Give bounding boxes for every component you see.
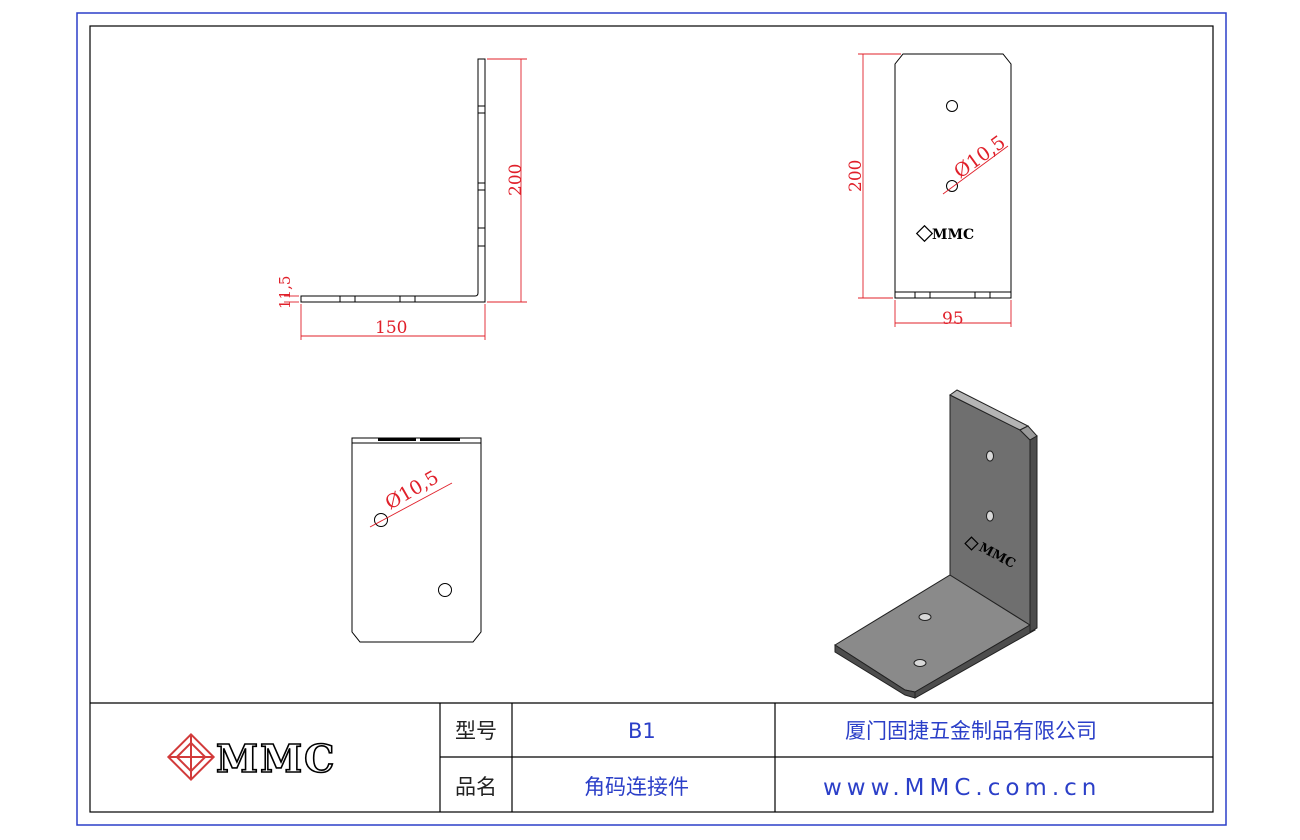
front-height-dim: 200	[506, 164, 526, 196]
iso-vertical-side-edge	[1029, 435, 1038, 633]
title-block	[90, 702, 1213, 812]
iso-hole-2	[986, 510, 994, 522]
front-view	[300, 58, 486, 303]
title-logo-text: MMC	[216, 736, 336, 781]
top-hole-dim: Ø10,5	[382, 466, 443, 514]
side-hole-upper	[946, 100, 958, 112]
side-view-logo: MMC	[915, 224, 974, 243]
front-width-dim: 150	[375, 318, 407, 338]
iso-hole-1	[986, 450, 994, 462]
model-label: 型号	[455, 719, 497, 743]
company-website: www.MMC.com.cn	[823, 775, 1101, 801]
front-thickness-dim: 11,5	[276, 276, 294, 309]
front-view-dimensions	[284, 58, 527, 340]
side-width-dim: 95	[942, 309, 964, 329]
logo-mark-icon	[166, 732, 216, 782]
name-label: 品名	[455, 775, 497, 799]
top-view	[351, 437, 482, 643]
inner-frame	[89, 25, 1214, 813]
svg-text:MMC: MMC	[932, 227, 974, 243]
side-hole-dim: Ø10,5	[950, 131, 1010, 183]
side-height-dim: 200	[846, 160, 866, 192]
iso-hole-3	[918, 613, 932, 621]
model-value: B1	[628, 719, 656, 743]
iso-hole-4	[913, 659, 927, 667]
company-name: 厦门固捷五金制品有限公司	[845, 719, 1097, 743]
top-hole-right	[438, 583, 452, 597]
iso-view	[834, 389, 1038, 699]
name-value: 角码连接件	[584, 775, 689, 799]
outer-frame	[76, 12, 1227, 826]
top-hole-left	[374, 513, 388, 527]
side-view	[894, 53, 1012, 299]
side-view-dimensions	[858, 53, 1012, 327]
top-hole-leader	[369, 482, 453, 528]
top-view-edge-marks	[378, 438, 460, 441]
side-hole-lower	[946, 180, 958, 192]
title-logo: MMC	[166, 732, 336, 782]
